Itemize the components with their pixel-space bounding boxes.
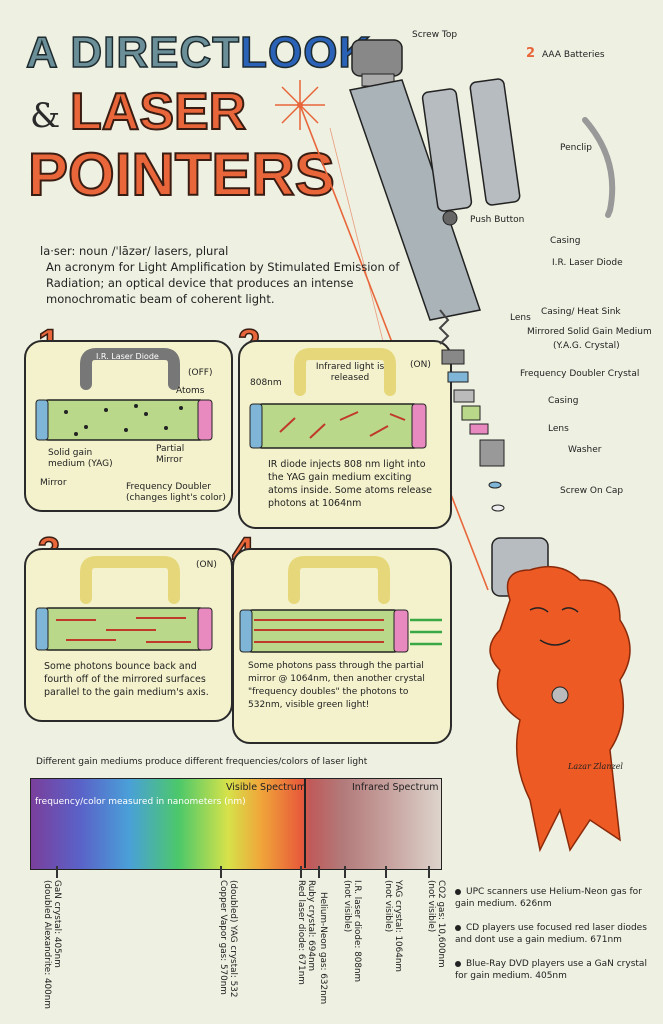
tick (318, 866, 320, 878)
part-doubler: Frequency Doubler Crystal (520, 369, 640, 379)
tick (220, 866, 222, 878)
panel-3-state: (ON) (196, 560, 217, 570)
panel-1-doubler-label: Frequency Doubler (changes light's color… (126, 482, 226, 503)
furry-character (489, 565, 631, 853)
part-casing: Casing (550, 236, 581, 246)
definition-text: An acronym for Light Amplification by St… (46, 260, 400, 306)
title-pointers: POINTERS (27, 140, 336, 209)
panel-1-atoms-label: Atoms (176, 386, 205, 396)
marker-gan: GaN crystal: 405nm(doubled Alexandrite: … (42, 880, 62, 1009)
panel-1-diode-label: I.R. Laser Diode (96, 352, 159, 361)
part-screw-top: Screw Top (412, 30, 458, 40)
spectrum-infrared-label: Infrared Spectrum (352, 782, 439, 793)
definition-headword: la·ser: noun /ˈlāzər/ lasers, plural (40, 244, 229, 258)
tick (300, 866, 302, 878)
title-laser: LASER (69, 82, 247, 142)
panel-2-nm-label: 808nm (250, 378, 282, 388)
tick (428, 866, 430, 878)
title-look: LOOK (239, 27, 372, 78)
marker-co2: CO2 gas: 10,600nm(not visible) (426, 880, 446, 968)
panel-1-drawing (35, 348, 213, 441)
panel-2-caption: IR diode injects 808 nm light into the Y… (268, 459, 432, 509)
part-batteries: AAA Batteries (542, 50, 605, 60)
part-casing-heat-sink: Casing/ Heat Sink (541, 307, 621, 317)
panel-1-state: (OFF) (188, 368, 213, 378)
part-penclip: Penclip (560, 143, 593, 153)
bullet-bluray: Blue-Ray DVD players use a GaN crystal f… (455, 959, 647, 981)
signature: Lazar Zlanzel (568, 762, 623, 771)
part-yag: (Y.A.G. Crystal) (553, 341, 620, 351)
panel-1-gain-label: Solid gain medium (YAG) (48, 448, 113, 469)
definition: la·ser: noun /ˈlāzər/ lasers, plural An … (40, 243, 400, 307)
laser-pointer-exploded-diagram (349, 39, 616, 597)
tick (56, 866, 58, 878)
panel-2: Infrared light is released (ON) 808nm IR… (238, 340, 452, 529)
spectrum-visible-label: Visible Spectrum (226, 782, 307, 793)
tick (385, 866, 387, 878)
panel-1-partial-label: Partial Mirror (156, 444, 185, 465)
panel-3-drawing (35, 556, 213, 651)
panel-4: Some photons pass through the partial mi… (232, 548, 452, 744)
spectrum-bar (30, 778, 442, 870)
spectrum-divider (304, 778, 306, 868)
part-push-button: Push Button (470, 215, 525, 225)
panel-3: (ON) Some photons bounce back and fourth… (24, 548, 233, 722)
marker-ir-diode: I.R. laser diode: 808nm(not visible) (342, 880, 362, 983)
panel-4-caption: Some photons pass through the partial mi… (248, 661, 425, 710)
panel-2-drawing (249, 348, 427, 449)
part-batteries-count: 2 (526, 46, 536, 61)
spectrum-axis-label: frequency/color measured in nanometers (… (35, 797, 246, 807)
part-ir-diode: I.R. Laser Diode (552, 258, 623, 268)
part-lens-2: Lens (548, 424, 569, 434)
panel-4-drawing (239, 556, 442, 653)
tick (344, 866, 346, 878)
panel-2-infrared-label: Infrared light is released (315, 362, 385, 383)
bullet-cd: CD players use focused red laser diodes … (455, 923, 647, 945)
panel-2-state: (ON) (410, 360, 431, 370)
part-screw-cap: Screw On Cap (560, 486, 624, 496)
marker-helium-neon: Helium-Neon gas: 632nm (318, 892, 328, 1005)
panel-3-caption: Some photons bounce back and fourth off … (44, 661, 209, 698)
part-washer: Washer (568, 445, 602, 455)
title-ampersand: & (30, 96, 61, 136)
panel-1-mirror-label: Mirror (40, 478, 67, 488)
panel-1: I.R. Laser Diode (OFF) Atoms Solid gain … (24, 340, 233, 512)
title-line-1: A DIRECTLOOK (25, 27, 372, 78)
part-casing-2: Casing (548, 396, 579, 406)
title-direct: A DIRECT (25, 27, 241, 78)
marker-yag: YAG crystal: 1064nm(not visible) (383, 880, 403, 972)
part-lens: Lens (510, 313, 531, 323)
part-gain-medium: Mirrored Solid Gain Medium (527, 327, 652, 337)
spectrum-intro: Different gain mediums produce different… (36, 757, 368, 767)
bullet-upc: UPC scanners use Helium-Neon gas for gai… (455, 887, 642, 909)
